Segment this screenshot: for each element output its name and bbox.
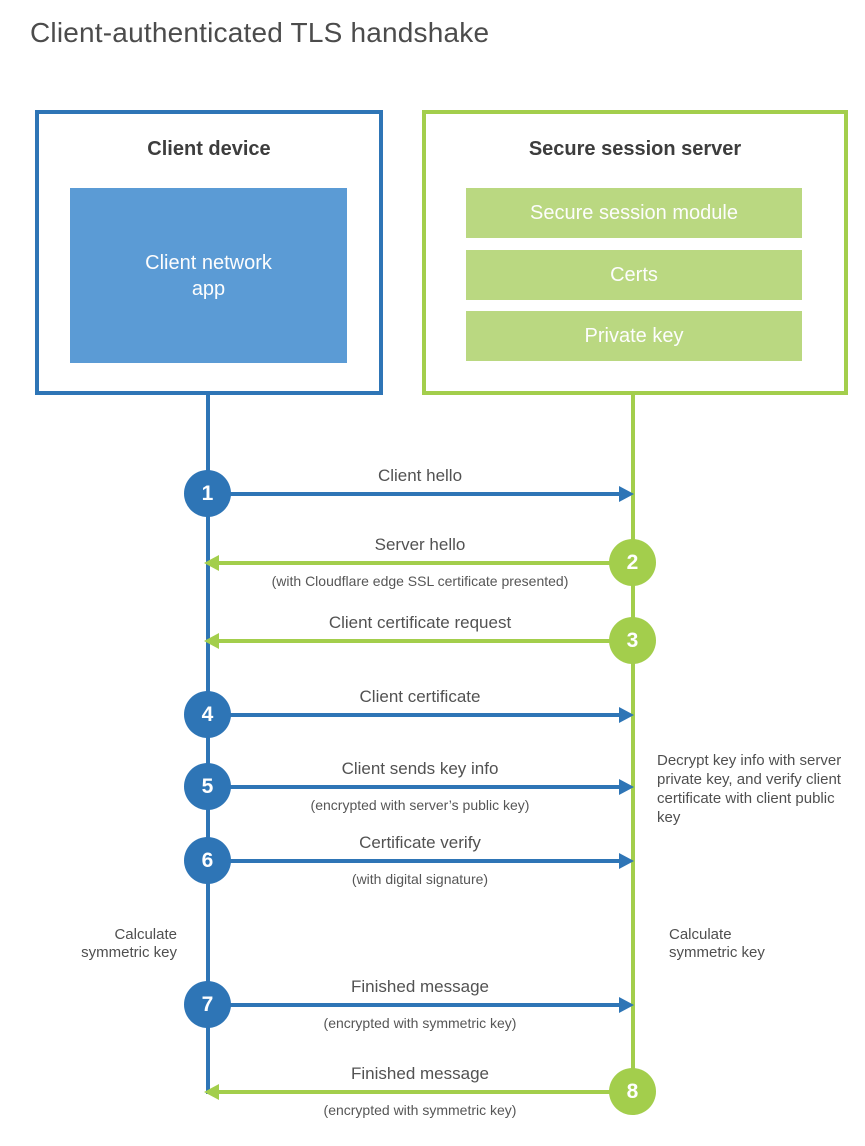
- step-2-arrow-line: [219, 561, 610, 565]
- step-3-arrowhead-icon: [204, 633, 219, 649]
- step-7-arrow-line: [230, 1003, 619, 1007]
- step-6-number: 6: [201, 848, 214, 872]
- step-7-arrowhead-icon: [619, 997, 634, 1013]
- step-7-badge: 7: [184, 981, 231, 1028]
- step-6-sublabel: (with digital signature): [351, 871, 489, 887]
- step-4-arrowhead-icon: [619, 707, 634, 723]
- step-2-arrowhead-icon: [204, 555, 219, 571]
- step-6-badge: 6: [184, 837, 231, 884]
- step-5-sublabel: (encrypted with server’s public key): [310, 797, 530, 813]
- server-module-certs: Certs: [466, 250, 802, 300]
- step-8-arrowhead-icon: [204, 1084, 219, 1100]
- step-3-number: 3: [626, 628, 639, 652]
- step-7-label: Finished message: [351, 977, 489, 996]
- step-4-arrow-line: [230, 713, 619, 717]
- client-device-title: Client device: [147, 138, 271, 160]
- step-3-badge: 3: [609, 617, 656, 664]
- step-5-number: 5: [201, 774, 214, 798]
- step-2-number: 2: [626, 550, 639, 574]
- step-6-arrowhead-icon: [619, 853, 634, 869]
- step-4-label: Client certificate: [359, 687, 481, 706]
- step-8-sublabel: (encrypted with symmetric key): [323, 1102, 517, 1118]
- step-3-arrow-line: [219, 639, 610, 643]
- step-8-badge: 8: [609, 1068, 656, 1115]
- step-1-label: Client hello: [377, 466, 463, 485]
- client-calculate-note: Calculate symmetric key: [81, 926, 177, 961]
- step-5-arrow-line: [230, 785, 619, 789]
- server-lifeline: [631, 393, 635, 1092]
- server-decrypt-note: Decrypt key info with server private key…: [657, 752, 842, 826]
- step-2-label: Server hello: [374, 535, 466, 554]
- step-8-number: 8: [626, 1079, 639, 1103]
- step-2-sublabel: (with Cloudflare edge SSL certificate pr…: [271, 573, 569, 589]
- step-6-arrow-line: [230, 859, 619, 863]
- step-4-badge: 4: [184, 691, 231, 738]
- secure-session-server-title: Secure session server: [528, 138, 742, 160]
- step-8-label: Finished message: [351, 1064, 489, 1083]
- step-8-arrow-line: [219, 1090, 610, 1094]
- client-network-app-box: Client network app: [70, 188, 347, 363]
- step-1-number: 1: [201, 481, 214, 505]
- step-1-arrowhead-icon: [619, 486, 634, 502]
- step-1-arrow-line: [230, 492, 619, 496]
- server-module-secure-session: Secure session module: [466, 188, 802, 238]
- step-5-arrowhead-icon: [619, 779, 634, 795]
- step-2-badge: 2: [609, 539, 656, 586]
- client-lifeline: [206, 393, 210, 1094]
- step-7-sublabel: (encrypted with symmetric key): [323, 1015, 517, 1031]
- server-module-private-key: Private key: [466, 311, 802, 361]
- step-4-number: 4: [201, 702, 214, 726]
- step-1-badge: 1: [184, 470, 231, 517]
- step-5-label: Client sends key info: [341, 759, 499, 778]
- step-6-label: Certificate verify: [359, 833, 481, 852]
- step-7-number: 7: [201, 992, 214, 1016]
- server-calculate-note: Calculate symmetric key: [669, 926, 765, 961]
- page-title: Client-authenticated TLS handshake: [30, 17, 490, 48]
- client-network-app-label: Client network app: [145, 251, 272, 300]
- step-3-label: Client certificate request: [328, 613, 512, 632]
- step-5-badge: 5: [184, 763, 231, 810]
